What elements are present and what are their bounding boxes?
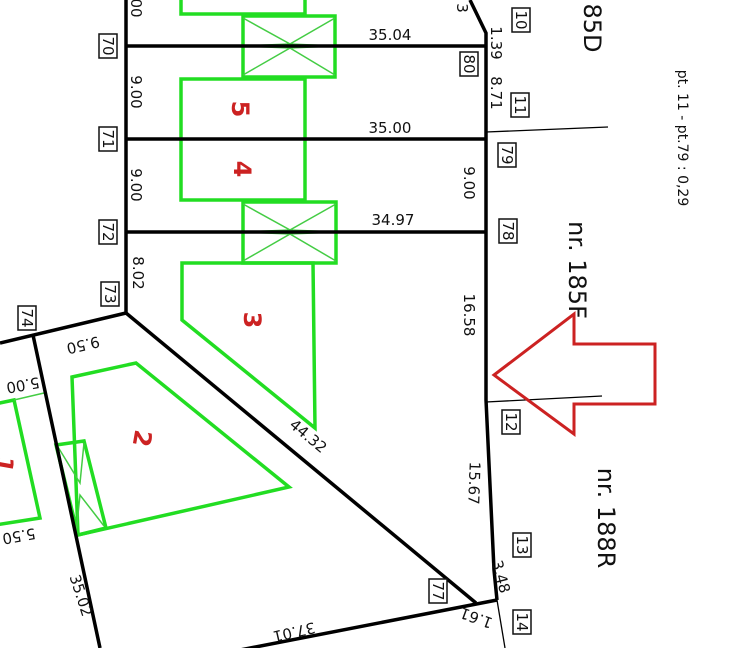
point-10: 10 [511,7,531,33]
lot-1: 1 [0,454,19,475]
point-markers: 70 71 72 73 74 80 10 11 79 78 12 13 14 7… [17,7,532,635]
dim-south: 37.01 [271,618,317,645]
point-73: 73 [100,281,120,307]
dim-10-80: 1.39 [487,26,505,59]
point-77: 77 [428,578,448,604]
lot-5: 5 [226,101,254,118]
lot-2: 2 [127,428,157,449]
svg-text:74: 74 [18,308,36,327]
point-11: 11 [510,92,530,118]
parcel-label-85d: 85D [578,3,606,52]
svg-text:70: 70 [99,36,117,55]
dim-72-73: 8.02 [129,256,147,289]
building-top [179,0,307,16]
dim-79-78: 9.00 [460,166,478,199]
svg-text:12: 12 [502,412,520,431]
svg-text:80: 80 [460,54,478,73]
dim-73-74: 9.50 [65,332,102,357]
svg-text:71: 71 [99,129,117,148]
svg-text:5.50: 5.50 [1,524,37,548]
svg-text:10: 10 [512,10,530,29]
arrow-indicator [491,310,657,437]
parcel-label-185f: nr. 185F [563,221,591,319]
svg-text:11: 11 [511,95,529,114]
dim-71-72: 9.00 [127,168,145,201]
point-79: 79 [497,142,517,168]
point-12: 12 [501,409,521,435]
svg-text:78: 78 [499,221,517,240]
svg-text:14: 14 [513,612,531,631]
svg-text:73: 73 [101,284,119,303]
svg-text:79: 79 [498,145,516,164]
distance-note: pt. 11 - pt.79 : 0,29 [674,70,690,206]
point-70: 70 [98,33,118,59]
point-74: 74 [17,305,37,331]
lot-3: 3 [238,312,266,329]
dim-13-14: 3.48 [488,558,514,595]
svg-text:77: 77 [429,581,447,600]
point-72: 72 [98,219,118,245]
building-lot-3 [180,261,317,432]
point-78: 78 [498,218,518,244]
dim-78-12: 16.58 [460,294,478,337]
lot-numbers: 5 4 3 2 1 [0,101,266,475]
dim-80-79: 8.71 [487,76,505,109]
dim-14-77: 1.61 [458,604,496,632]
point-13: 13 [512,532,532,558]
point-71: 71 [98,126,118,152]
dim-70-71: 9.00 [127,75,145,108]
svg-text:3: 3 [453,3,471,13]
dim-12-13: 15.67 [464,461,483,505]
building-lot-2 [70,361,293,538]
point-14: 14 [512,609,532,635]
dim-71-79: 35.00 [369,119,412,137]
parcel-boundaries [0,0,609,648]
building-lot-1 [0,397,43,526]
svg-text:00: 00 [127,0,145,18]
lot-4: 4 [228,161,256,178]
point-80: 80 [459,51,479,77]
carport-lot-2 [53,439,109,538]
building-outlines [0,0,338,538]
parcel-label-188r: nr. 188R [592,468,620,569]
svg-text:5.00: 5.00 [5,373,41,397]
dim-70-80: 35.04 [369,26,412,44]
dim-74-south: 35.02 [66,572,96,618]
dim-72-78: 34.97 [372,211,415,229]
svg-text:72: 72 [99,222,117,241]
svg-text:13: 13 [513,535,531,554]
